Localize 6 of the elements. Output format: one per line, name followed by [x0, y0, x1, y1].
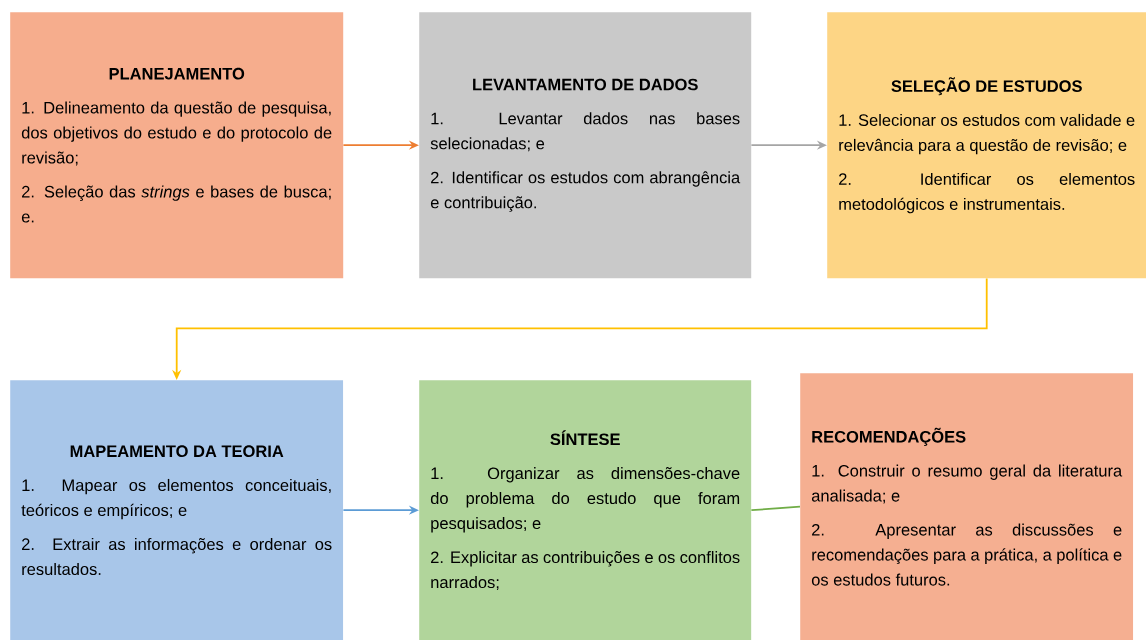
- process-box: LEVANTAMENTO DE DADOS 1. Levantar dados nas bases selecionadas; e 2. Identificar os estudos com abrangência e contribuição.: [419, 12, 752, 279]
- process-box: RECOMENDAÇÕES 1. Construir o resumo geral da literatura analisada; e 2. Apresentar as discussões e recomendações para a prática, a política e os estudos futuros.: [800, 373, 1134, 640]
- process-box: SELEÇÃO DE ESTUDOS 1. Selecionar os estudos com validade e relevância para a questão de revisão; e 2. Identificar os elementos metodológicos e instrumentais.: [827, 12, 1146, 279]
- process-box: MAPEAMENTO DA TEORIA 1. Mapear os elementos conceituais, teóricos e empíricos; e 2. Extrair as informações e ordenar os resultados.: [10, 380, 344, 640]
- process-box: SÍNTESE 1. Organizar as dimensões-chave do problema do estudo que foram pesquisados; e 2. Explicitar as contribuições e os conflitos narrados;: [419, 380, 752, 640]
- process-box: PLANEJAMENTO 1. Delineamento da questão de pesquisa, dos objetivos do estudo e do protocolo de revisão; 2. Seleção das strings e bases de busca; e.: [10, 12, 344, 279]
